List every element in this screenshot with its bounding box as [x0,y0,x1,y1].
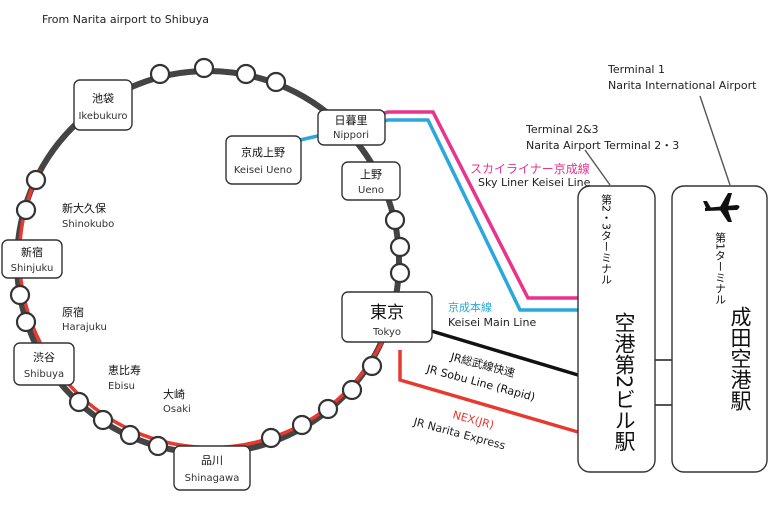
station-label-ja: 上野 [360,168,382,181]
nex-line [398,350,579,434]
station-label-ja: 渋谷 [33,351,55,364]
station-label-ja: 池袋 [92,91,114,105]
station-dot [68,391,90,413]
station-shinjuku[interactable]: 新宿 Shinjuku [1,239,63,279]
station-dot [149,63,171,85]
terminal-1-label: Terminal 1 [607,63,665,76]
station-label-en: Tokyo [372,327,401,338]
station-shinagawa[interactable]: 品川 Shinagawa [173,445,251,491]
station-dot [92,409,114,431]
station-shibuya[interactable]: 渋谷 Shibuya [13,342,75,386]
station-label-ja: 新宿 [21,245,43,259]
skyliner-label-ja: スカイライナー京成線 [470,161,590,176]
station-label-en: Ikebukuro [78,111,127,122]
keisei-main-label-en: Keisei Main Line [448,316,536,329]
station-harajuku[interactable]: 原宿 Harajuku [62,305,107,333]
station-label-ja: 品川 [201,454,223,467]
station-dot [291,414,313,436]
station-label-ja: 京成上野 [241,145,285,159]
station-label-en: Ebisu [108,381,135,392]
station-dot [389,236,411,258]
station-nippori[interactable]: 日暮里 Nippori [317,109,386,146]
terminal-23-vertical-small: 第2・3ターミナル [600,193,613,285]
station-dot [193,57,215,79]
station-label-en: Osaki [163,404,191,415]
station-dot [15,311,37,333]
station-dot [361,355,383,377]
station-label-en: Shinokubo [62,219,114,230]
terminal-1-vertical-large: 成田空港駅 [728,306,752,411]
station-label-ja: 新大久保 [62,201,106,215]
terminal-1-label-sub: Narita International Airport [608,79,757,92]
skyliner-label-en: Sky Liner Keisei Line [478,176,591,189]
station-label-en: Harajuku [62,322,107,333]
station-label-en: Ueno [358,185,384,196]
terminal-1-leader [699,95,731,186]
station-dot [9,284,31,306]
terminal-23-label: Terminal 2&3 [525,123,599,136]
station-keisei-ueno[interactable]: 京成上野 Keisei Ueno [225,135,302,185]
station-label-en: Shibuya [24,369,64,380]
station-shinokubo[interactable]: 新大久保 Shinokubo [62,201,114,230]
jr-sobu-line [427,328,579,377]
terminal-23-label-sub: Narita Airport Terminal 2・3 [526,139,679,152]
station-dot [317,398,339,420]
map-title: From Narita airport to Shibuya [42,13,209,26]
station-label-en: Shinagawa [185,473,240,484]
station-label-en: Keisei Ueno [234,165,292,176]
station-ebisu[interactable]: 恵比寿 Ebisu [108,363,141,392]
station-dot [260,427,282,449]
station-label-ja: 日暮里 [335,113,368,127]
terminal-23-leader [584,149,611,186]
station-dot [119,424,141,446]
station-dot [265,71,287,93]
station-dot [341,379,363,401]
station-ueno[interactable]: 上野 Ueno [341,161,401,201]
station-dot [147,435,169,457]
airplane-icon [703,193,740,222]
station-label-ja: 東京 [370,303,404,323]
station-dot [235,63,257,85]
station-osaki[interactable]: 大崎 Osaki [163,387,191,415]
station-ikebukuro[interactable]: 池袋 Ikebukuro [73,79,133,131]
station-dot [389,262,411,284]
station-label-ja: 恵比寿 [108,363,141,377]
station-label-en: Shinjuku [11,263,54,274]
station-dot [384,209,406,231]
terminal-23-vertical-large: 空港第2ビル駅 [612,312,636,452]
station-dot [15,199,37,221]
terminal-1-vertical-small: 第1ターミナル [714,231,727,305]
station-label-ja: 原宿 [62,305,84,319]
station-label-en: Nippori [333,130,369,141]
keisei-main-label-ja: 京成本線 [448,300,492,314]
station-narita-airport-terminal-1[interactable]: 第1ターミナル 成田空港駅 [671,185,768,473]
station-airport-terminal-2-3[interactable]: 第2・3ターミナル 空港第2ビル駅 [577,185,656,473]
station-tokyo[interactable]: 東京 Tokyo [341,291,433,343]
station-dot [25,169,47,191]
station-label-ja: 大崎 [163,387,185,401]
